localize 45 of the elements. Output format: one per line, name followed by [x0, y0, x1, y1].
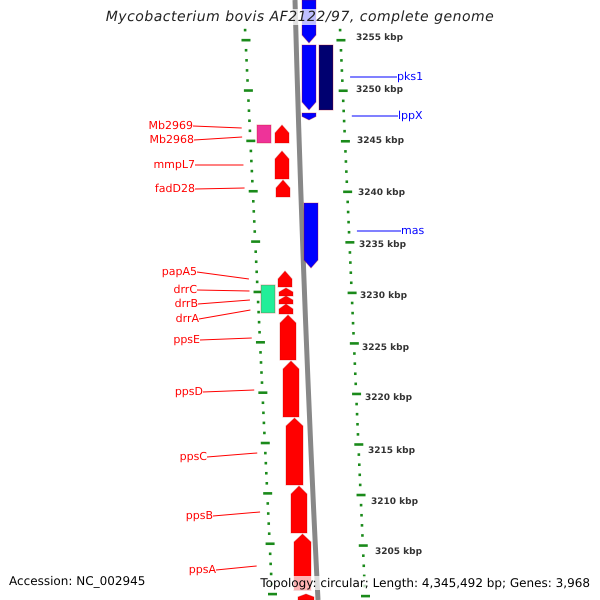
gene-label: Mb2969 — [148, 119, 193, 133]
gene-label: ppsC — [180, 450, 207, 464]
scale-label: 3225 kbp — [362, 343, 410, 353]
scale-label: 3205 kbp — [375, 547, 422, 557]
leader-line — [356, 230, 402, 232]
scale-label: 3235 kbp — [359, 240, 406, 250]
gene-label: papA5 — [162, 265, 197, 279]
gene-label: drrA — [176, 312, 199, 326]
gene-label: Mb2968 — [150, 133, 194, 147]
leader-line — [196, 290, 250, 292]
gene-label: drrB — [174, 297, 198, 311]
leader-line — [194, 164, 244, 166]
gene-label: drrC — [173, 283, 197, 297]
genome-info-text: Topology: circular; Length: 4,345,492 bp; Genes: 3,968 — [260, 576, 590, 590]
scale-label: 3230 kbp — [360, 291, 408, 301]
scale-label: 3240 kbp — [358, 188, 406, 198]
leader-line — [198, 310, 251, 320]
leader-line — [202, 390, 255, 392]
scale-label: 3215 kbp — [368, 446, 416, 456]
gene-label: pks1 — [397, 70, 424, 84]
gene-label: mmpL7 — [153, 158, 195, 172]
leader-line — [192, 126, 242, 128]
scale-label: 3210 kbp — [371, 497, 418, 507]
leader-line — [194, 188, 246, 190]
accession-text: Accession: NC_002945 — [9, 574, 146, 588]
leader-line — [216, 566, 258, 570]
gene-label: lppX — [398, 109, 423, 123]
leader-line — [206, 452, 258, 458]
leader-line — [194, 136, 243, 140]
leader-line — [196, 272, 250, 280]
scale-label: 3220 kbp — [365, 393, 412, 403]
gene-label: ppsD — [174, 385, 203, 399]
leader-line — [198, 300, 250, 304]
leader-line — [212, 512, 261, 516]
gene-label: ppsA — [188, 563, 216, 577]
title: Mycobacterium bovis AF2122/97, complete genome — [104, 9, 496, 25]
scale-label: 3245 kbp — [357, 136, 404, 146]
scale-label: 3255 kbp — [356, 33, 404, 43]
gene-label: mas — [401, 224, 424, 238]
leader-line — [350, 76, 398, 78]
gene-label: ppsE — [173, 333, 200, 347]
scale-label: 3250 kbp — [356, 85, 404, 95]
gene-label: fadD28 — [154, 182, 195, 196]
gene-label: ppsB — [186, 509, 213, 523]
leader-line — [200, 338, 252, 340]
